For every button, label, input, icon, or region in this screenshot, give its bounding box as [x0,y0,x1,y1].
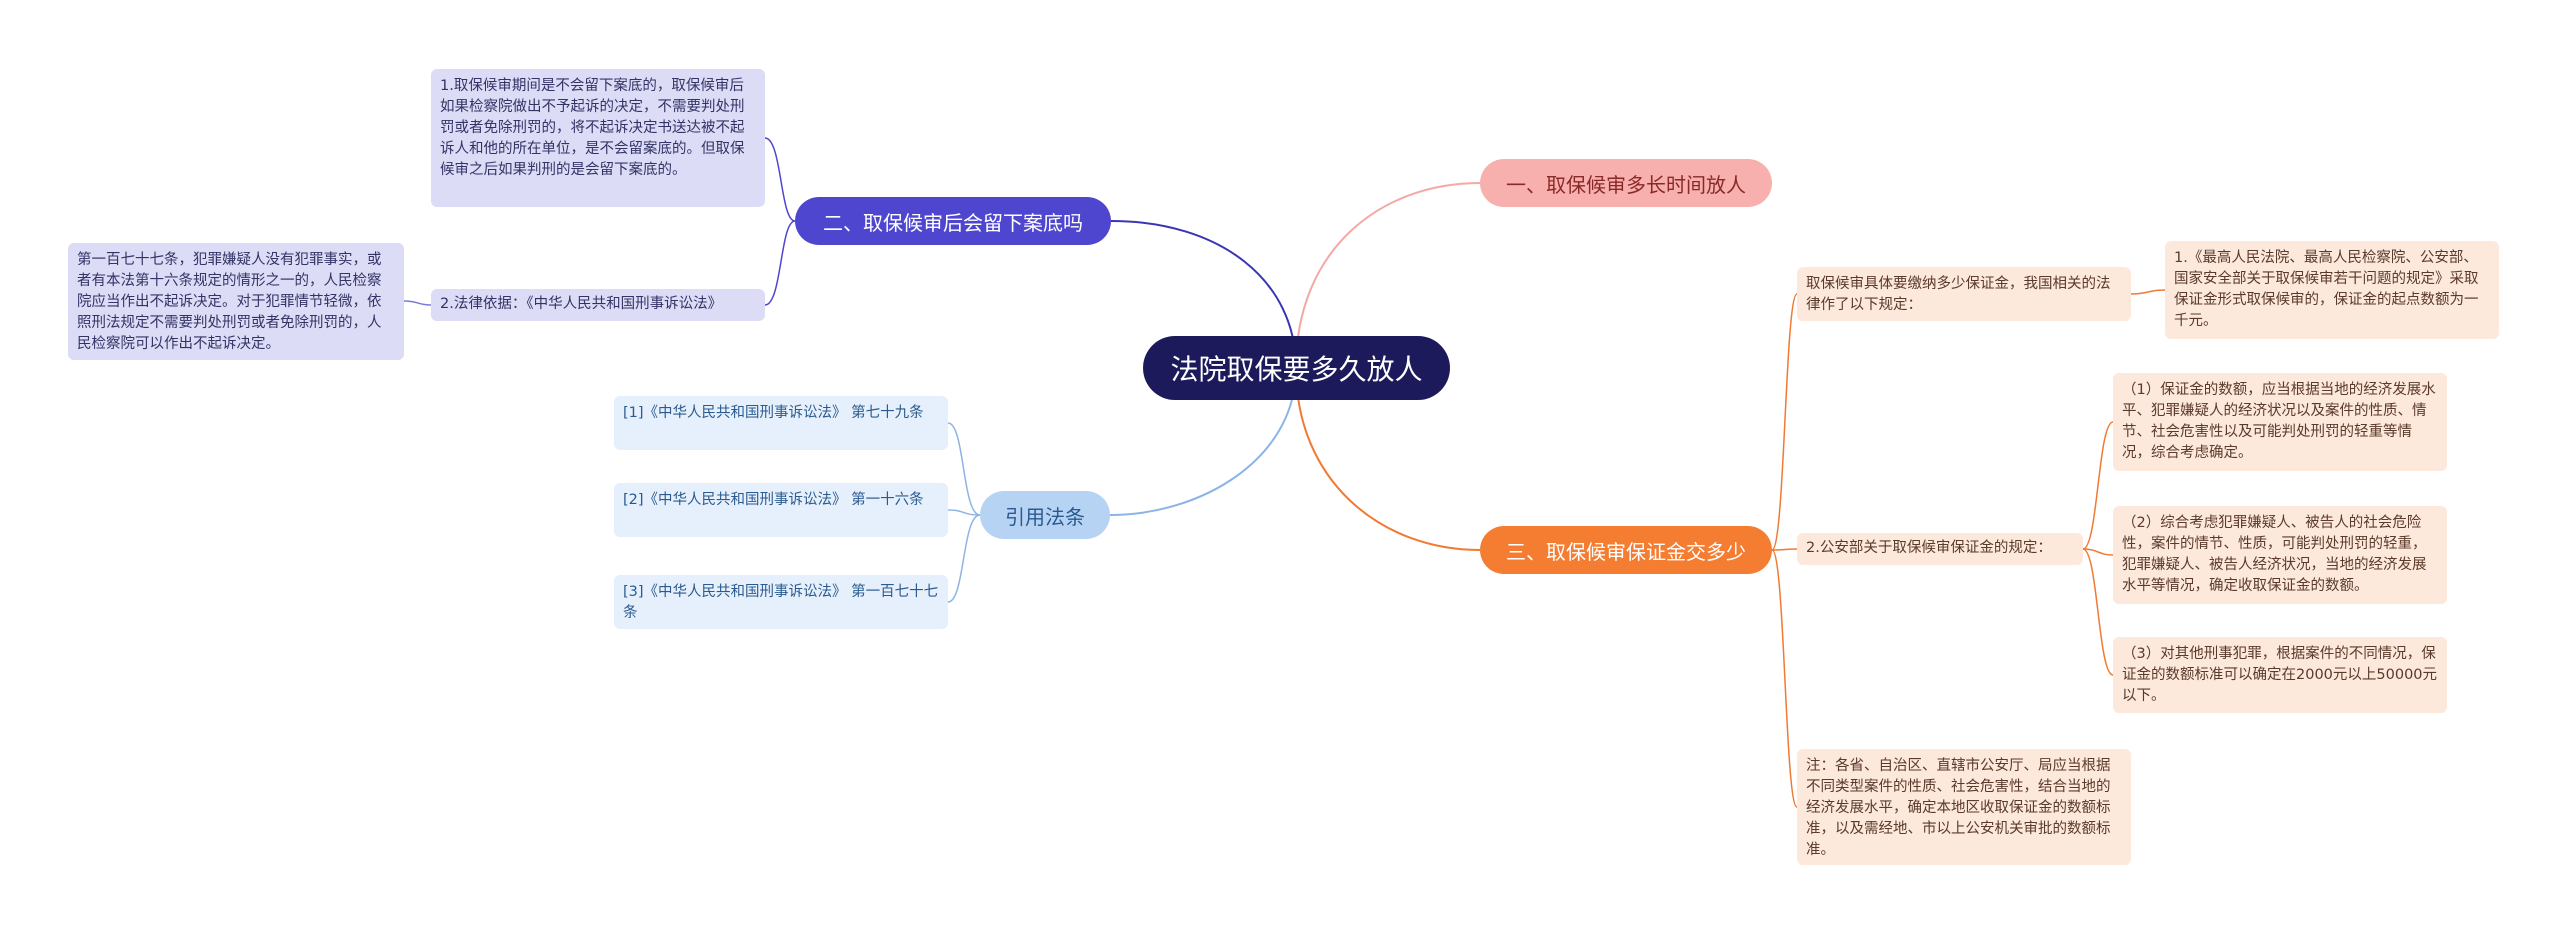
citation-item[interactable]: [1]《中华人民共和国刑事诉讼法》 第七十九条 [614,396,948,450]
citation-item[interactable]: [3]《中华人民共和国刑事诉讼法》 第一百七十七条 [614,575,948,629]
article-177-node[interactable]: 第一百七十七条，犯罪嫌疑人没有犯罪事实，或者有本法第十六条规定的情形之一的，人民… [68,243,404,360]
note-node[interactable]: 注：各省、自治区、直辖市公安厅、局应当根据不同类型案件的性质、社会危害性，结合当… [1797,749,2131,865]
branch-bail-amount[interactable]: 三、取保候审保证金交多少 [1480,526,1772,574]
bail-intro-node[interactable]: 取保候审具体要缴纳多少保证金，我国相关的法律作了以下规定： [1797,267,2131,321]
rule-item[interactable]: （2）综合考虑犯罪嫌疑人、被告人的社会危险性，案件的情节、性质，可能判处刑罚的轻… [2113,506,2447,604]
police-rule-node[interactable]: 2.公安部关于取保候审保证金的规定： [1797,533,2083,565]
rule-item[interactable]: （1）保证金的数额，应当根据当地的经济发展水平、犯罪嫌疑人的经济状况以及案件的性… [2113,373,2447,471]
central-topic[interactable]: 法院取保要多久放人 [1143,336,1450,400]
legal-basis-node[interactable]: 2.法律依据：《中华人民共和国刑事诉讼法》 [431,289,765,321]
rule-item[interactable]: （3）对其他刑事犯罪，根据案件的不同情况，保证金的数额标准可以确定在2000元以… [2113,637,2447,713]
branch-cited-laws[interactable]: 引用法条 [980,491,1110,539]
record-explanation-node[interactable]: 1.取保候审期间是不会留下案底的，取保候审后如果检察院做出不予起诉的决定，不需要… [431,69,765,207]
citation-item[interactable]: [2]《中华人民共和国刑事诉讼法》 第一十六条 [614,483,948,537]
bail-minimum-node[interactable]: 1.《最高人民法院、最高人民检察院、公安部、国家安全部关于取保候审若干问题的规定… [2165,241,2499,339]
branch-release-time[interactable]: 一、取保候审多长时间放人 [1480,159,1772,207]
branch-criminal-record[interactable]: 二、取保候审后会留下案底吗 [795,197,1111,245]
